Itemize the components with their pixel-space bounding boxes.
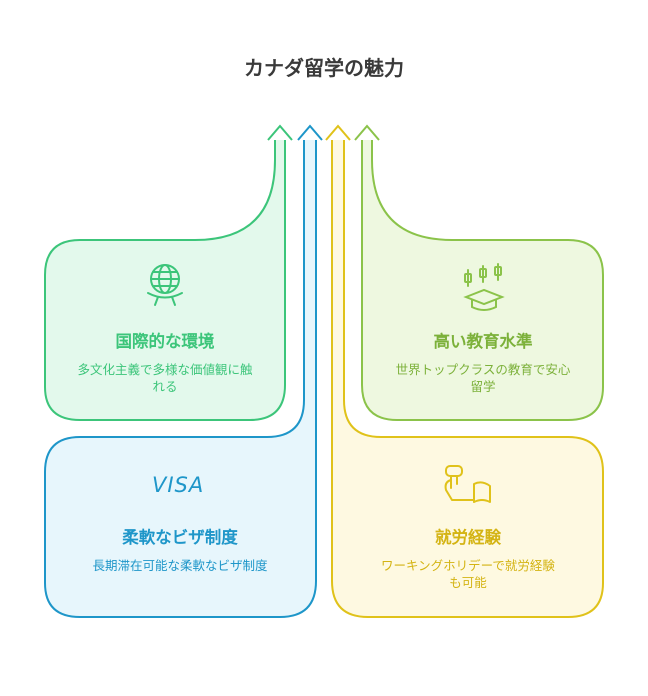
arrow-head-yellow	[325, 124, 351, 141]
card-education-title: 高い教育水準	[433, 332, 533, 351]
education-quality-icon	[463, 263, 505, 311]
card-international-title: 国際的な環境	[115, 332, 215, 351]
card-visa-shape	[44, 140, 317, 618]
globe-icon	[147, 264, 183, 306]
arrow-head-blue	[297, 124, 323, 141]
card-visa-desc: 長期滞在可能な柔軟なビザ制度	[92, 558, 268, 573]
page-title: カナダ留学の魅力	[244, 56, 404, 80]
card-international-desc: 多文化主義で多様な価値観に触れる	[77, 362, 253, 394]
card-work-title: 就労経験	[435, 528, 501, 547]
card-education-desc: 世界トップクラスの教育で安心留学	[395, 362, 571, 394]
card-work-desc: ワーキングホリデーで就労経験も可能	[381, 558, 555, 590]
handshake-icon	[444, 465, 491, 503]
arrow-head-green	[267, 124, 293, 141]
arrow-head-lightgreen	[354, 124, 380, 141]
card-visa-title: 柔軟なビザ制度	[122, 528, 238, 547]
visa-icon: VISA	[152, 473, 205, 497]
card-work-shape	[331, 140, 604, 618]
